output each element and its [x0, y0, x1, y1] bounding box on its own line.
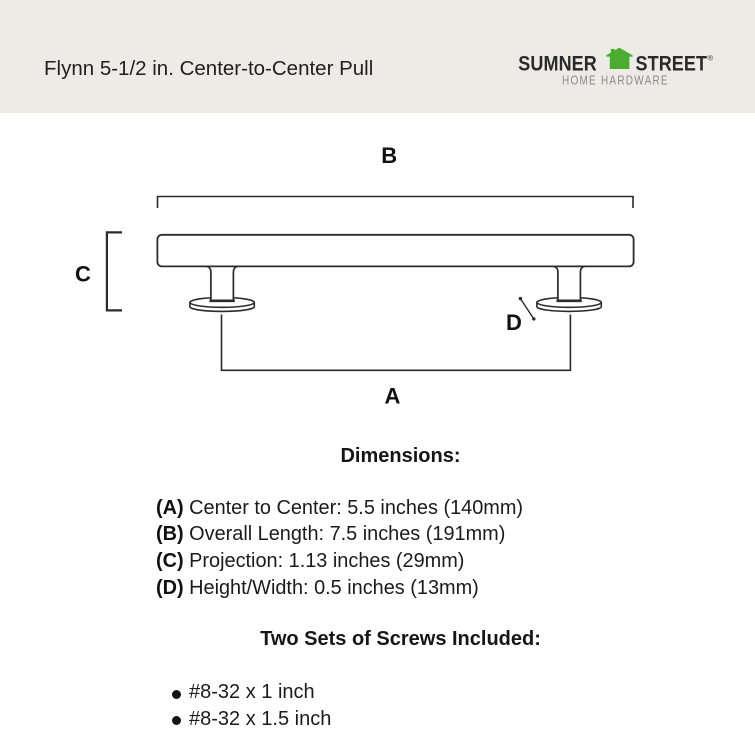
svg-text:SUMNER: SUMNER: [518, 52, 597, 76]
svg-text:D: D: [506, 310, 522, 335]
svg-text:®: ®: [708, 54, 714, 63]
svg-text:C: C: [75, 262, 91, 287]
svg-text:STREET: STREET: [636, 52, 708, 76]
svg-text:HOME HARDWARE: HOME HARDWARE: [562, 74, 669, 87]
svg-text:B: B: [381, 143, 397, 168]
svg-text:A: A: [384, 383, 400, 408]
